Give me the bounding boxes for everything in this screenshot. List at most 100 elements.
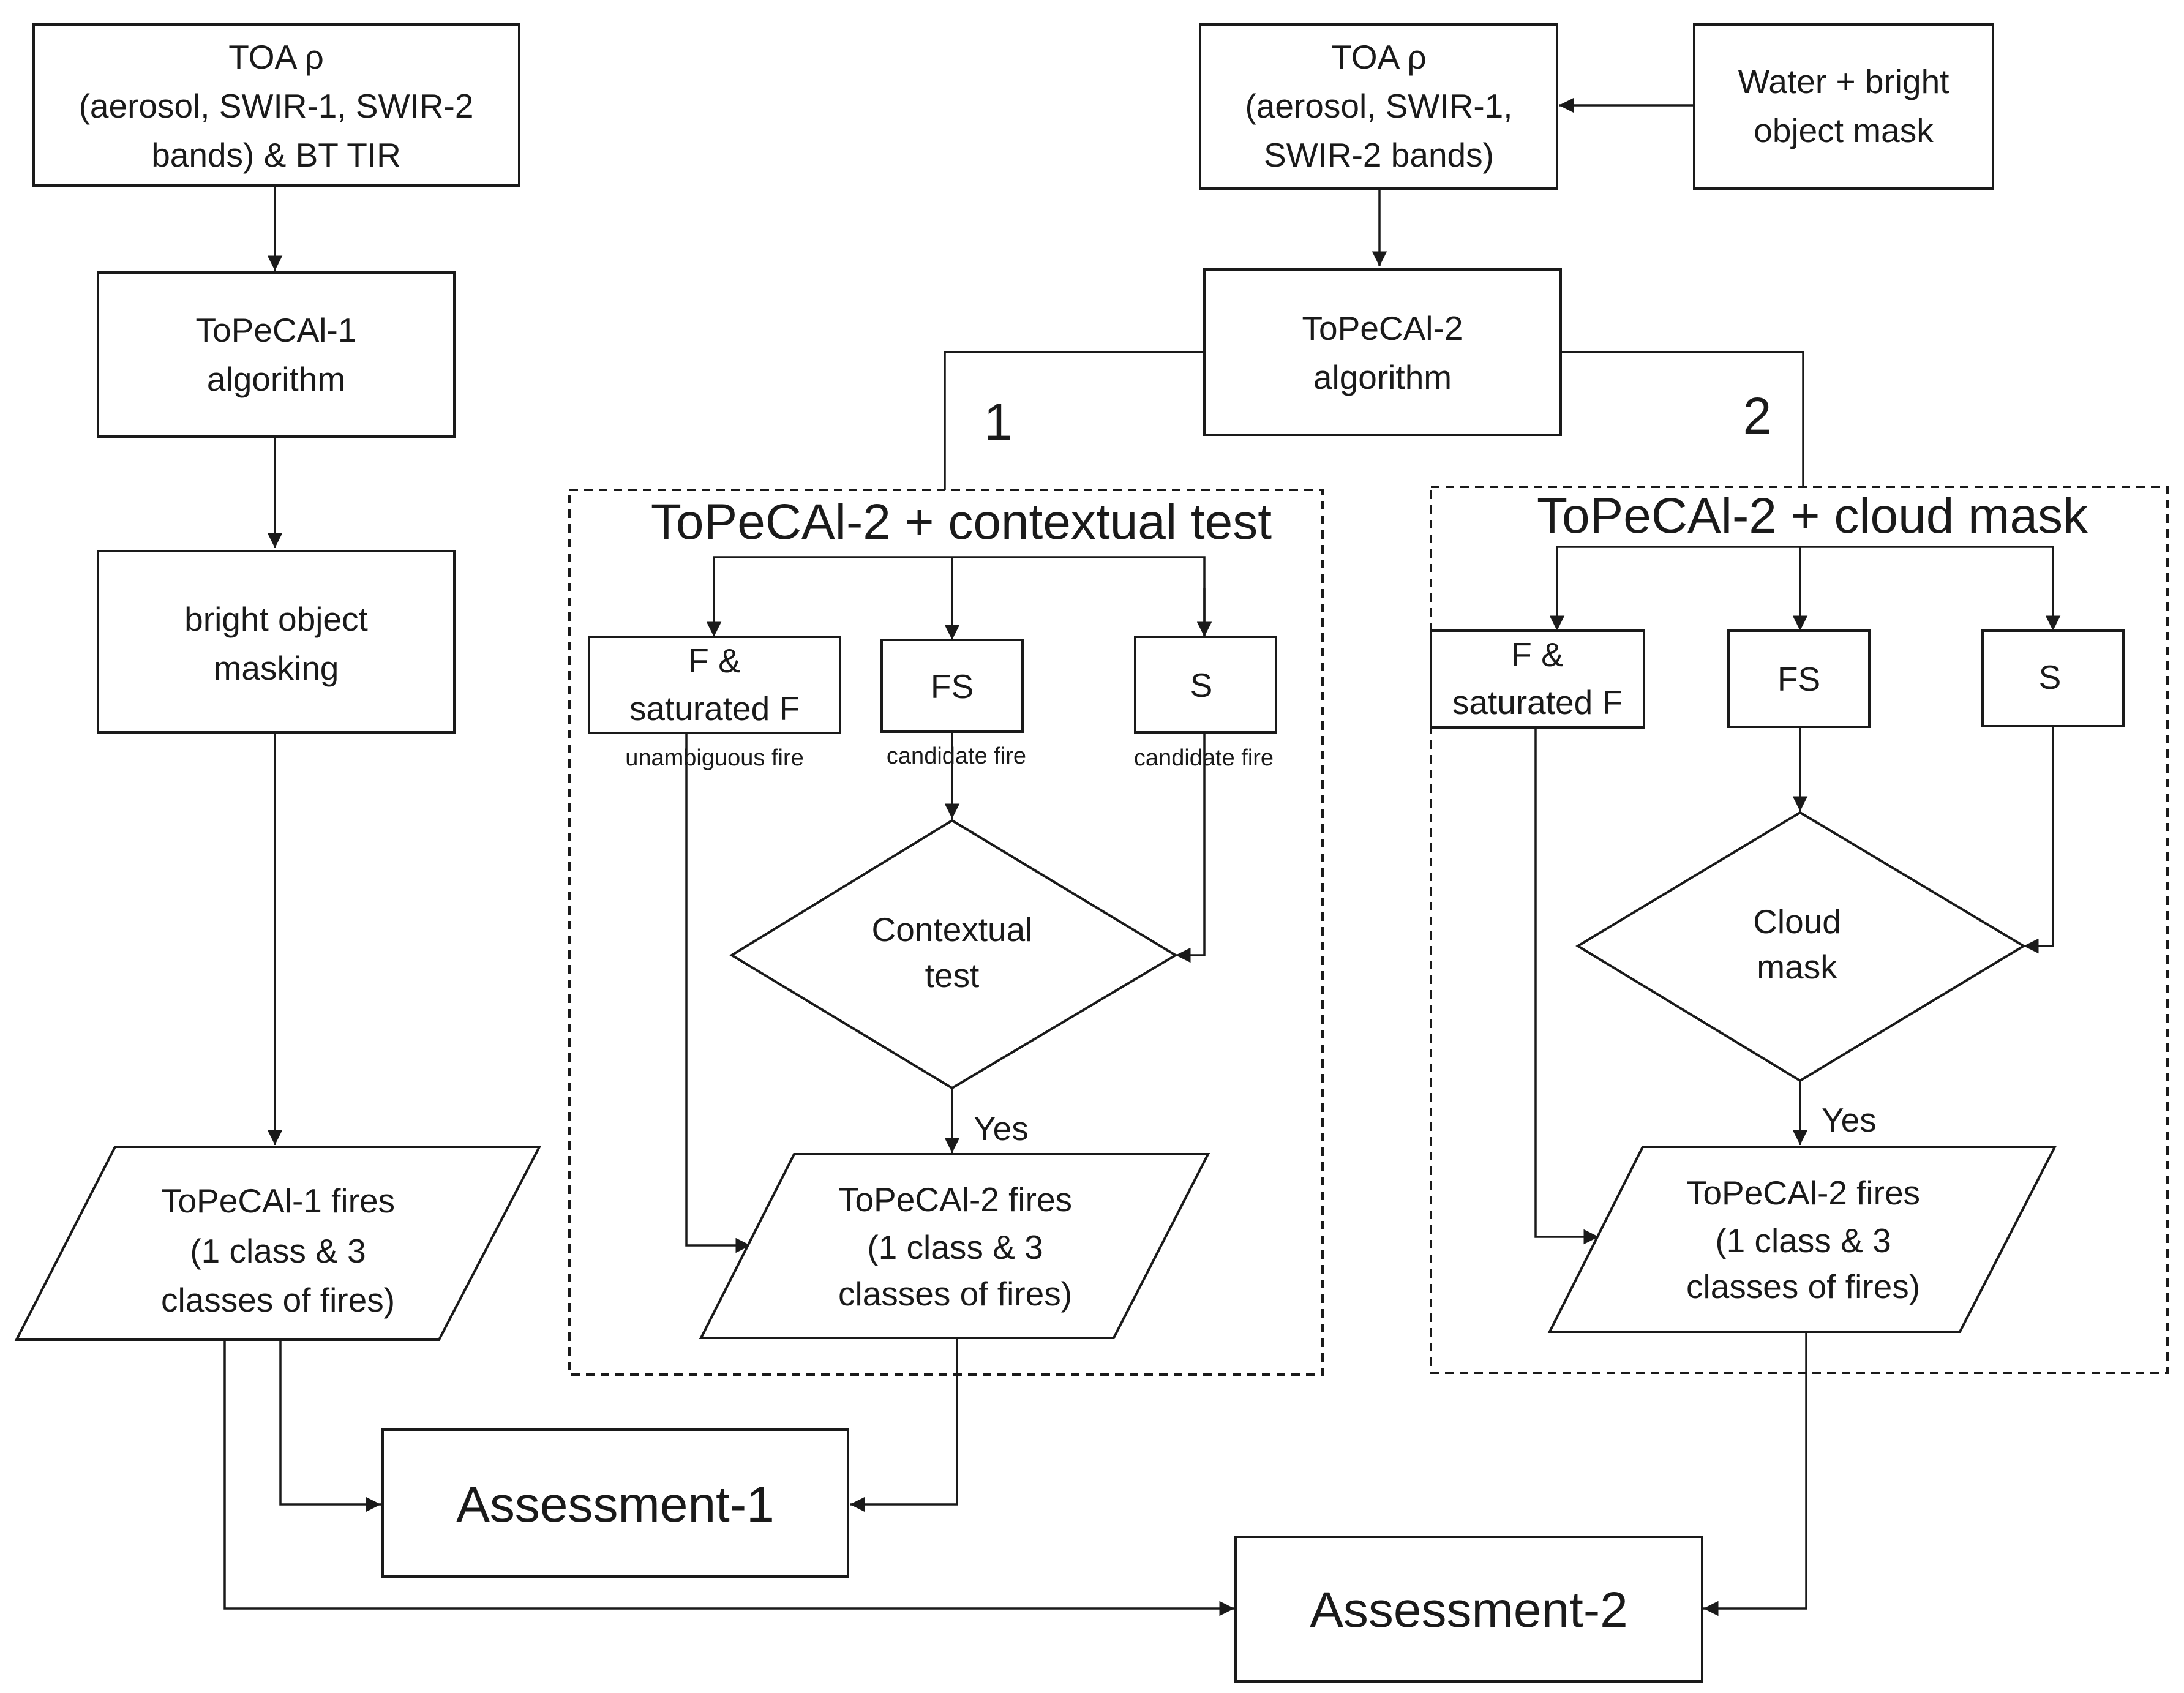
svg-text:ToPeCAl-2: ToPeCAl-2 [1302, 309, 1463, 347]
svg-text:(1 class & 3: (1 class & 3 [190, 1232, 366, 1270]
svg-text:mask: mask [1757, 948, 1837, 986]
svg-text:2: 2 [1743, 387, 1772, 445]
svg-text:masking: masking [214, 649, 339, 687]
arrow-s2-to-cloud [2024, 726, 2054, 954]
branch2-f-line-2: saturated F [1452, 683, 1623, 721]
branch2-f-box: F & saturated F [1430, 629, 1645, 729]
branch2-fires-line-3: classes of fires) [1686, 1267, 1920, 1305]
svg-text:bright object: bright object [184, 600, 368, 638]
svg-text:FS: FS [1777, 660, 1820, 698]
branch1-title: ToPeCAl-2 + contextual test [651, 494, 1272, 550]
svg-text:algorithm: algorithm [207, 360, 345, 398]
cloud-line-2: mask [1757, 948, 1837, 986]
left-fires-line-1: ToPeCAl-1 fires [161, 1182, 395, 1220]
contextual-line-1: Contextual [872, 910, 1033, 948]
branch1-f-line-2: saturated F [629, 689, 800, 727]
svg-text:ToPeCAl-1: ToPeCAl-1 [196, 311, 357, 349]
svg-text:candidate fire: candidate fire [1134, 745, 1274, 771]
svg-text:Yes: Yes [1822, 1101, 1877, 1139]
left-fires-line-2: (1 class & 3 [190, 1232, 366, 1270]
branch2-yes-label: Yes [1822, 1101, 1877, 1139]
svg-text:ToPeCAl-2 fires: ToPeCAl-2 fires [838, 1181, 1072, 1218]
branch2-s-label: S [2039, 658, 2062, 696]
branch1-number: 1 [984, 393, 1013, 451]
branch1-fs-label: FS [931, 667, 974, 705]
svg-text:TOA ρ: TOA ρ [228, 38, 324, 76]
water-bright-object-mask-box: Water + bright object mask [1693, 23, 1994, 190]
svg-text:F &: F & [688, 642, 741, 680]
svg-text:Assessment-1: Assessment-1 [456, 1477, 775, 1533]
connectors [223, 97, 2061, 1616]
branch1-s-box: S [1134, 636, 1277, 734]
right-input-line-3: SWIR-2 bands) [1264, 136, 1494, 174]
svg-text:Yes: Yes [974, 1109, 1029, 1147]
assessment-1-label: Assessment-1 [456, 1477, 775, 1533]
svg-text:candidate fire: candidate fire [887, 743, 1026, 769]
left-input-box: TOA ρ (aerosol, SWIR-1, SWIR-2 bands) & … [32, 23, 520, 187]
svg-text:saturated F: saturated F [629, 689, 800, 727]
branch2-number: 2 [1743, 387, 1772, 445]
svg-text:(aerosol, SWIR-1,: (aerosol, SWIR-1, [1245, 87, 1512, 125]
svg-text:FS: FS [931, 667, 974, 705]
right-algorithm-line-1: ToPeCAl-2 [1302, 309, 1463, 347]
branch1-yes-label: Yes [974, 1109, 1029, 1147]
mask-line-1: Water + bright [1738, 62, 1949, 100]
svg-text:object mask: object mask [1754, 111, 1934, 149]
branch1-connector [944, 351, 1204, 490]
right-input-box: TOA ρ (aerosol, SWIR-1, SWIR-2 bands) [1199, 23, 1558, 190]
svg-text:saturated F: saturated F [1452, 683, 1623, 721]
svg-text:classes of fires): classes of fires) [838, 1275, 1072, 1313]
svg-text:Water + bright: Water + bright [1738, 62, 1949, 100]
svg-text:(aerosol, SWIR-1, SWIR-2: (aerosol, SWIR-1, SWIR-2 [79, 87, 474, 125]
branch1-fires-output: ToPeCAl-2 fires (1 class & 3 classes of … [699, 1153, 1210, 1339]
svg-text:ToPeCAl-2 fires: ToPeCAl-2 fires [1686, 1174, 1920, 1212]
cloud-mask-decision: Cloud mask [1575, 811, 2026, 1083]
svg-text:Cloud: Cloud [1753, 903, 1841, 940]
arrow-f2-to-fires2b [1534, 727, 1599, 1245]
arrow-fires2b-to-assessment2 [1703, 1332, 1807, 1616]
contextual-line-2: test [925, 956, 980, 994]
branch1-s-note: candidate fire [1134, 745, 1274, 771]
svg-text:unambiguous fire: unambiguous fire [625, 745, 804, 771]
branch1-f-box: F & saturated F [588, 636, 841, 734]
svg-text:classes of fires): classes of fires) [1686, 1267, 1920, 1305]
branch2-fires-output: ToPeCAl-2 fires (1 class & 3 classes of … [1547, 1146, 2057, 1333]
branch1-group-border [568, 489, 1324, 1376]
branch1-distributor [713, 556, 1206, 637]
branch2-connector [1561, 351, 1804, 487]
svg-text:(1 class & 3: (1 class & 3 [867, 1228, 1043, 1266]
left-algorithm-box: ToPeCAl-1 algorithm [97, 271, 456, 438]
bright-object-masking-box: bright object masking [97, 550, 456, 734]
left-fires-output: ToPeCAl-1 fires (1 class & 3 classes of … [14, 1146, 542, 1341]
right-input-line-2: (aerosol, SWIR-1, [1245, 87, 1512, 125]
branch1-fs-box: FS [880, 639, 1024, 733]
svg-text:ToPeCAl-2 + cloud mask: ToPeCAl-2 + cloud mask [1537, 488, 2088, 544]
branch1-f-line-1: F & [688, 642, 741, 680]
masking-line-2: masking [214, 649, 339, 687]
arrow-fires2a-to-assessment1 [850, 1338, 958, 1512]
right-algorithm-line-2: algorithm [1313, 358, 1452, 396]
svg-text:algorithm: algorithm [1313, 358, 1452, 396]
right-algorithm-box: ToPeCAl-2 algorithm [1203, 268, 1562, 436]
left-algorithm-line-2: algorithm [207, 360, 345, 398]
branch1-s-label: S [1190, 666, 1213, 704]
svg-text:F &: F & [1511, 636, 1564, 674]
left-fires-line-3: classes of fires) [161, 1281, 395, 1319]
branch2-group-border [1430, 486, 2169, 1374]
svg-text:ToPeCAl-1 fires: ToPeCAl-1 fires [161, 1182, 395, 1220]
cloud-line-1: Cloud [1753, 903, 1841, 940]
svg-text:TOA ρ: TOA ρ [1331, 38, 1427, 76]
branch1-fires-line-3: classes of fires) [838, 1275, 1072, 1313]
assessment-2-box: Assessment-2 [1234, 1536, 1703, 1683]
svg-text:SWIR-2 bands): SWIR-2 bands) [1264, 136, 1494, 174]
branch2-fires-line-2: (1 class & 3 [1715, 1222, 1891, 1259]
svg-text:(1 class & 3: (1 class & 3 [1715, 1222, 1891, 1259]
left-algorithm-line-1: ToPeCAl-1 [196, 311, 357, 349]
svg-text:ToPeCAl-2 + contextual test: ToPeCAl-2 + contextual test [651, 494, 1272, 550]
left-input-line-1: TOA ρ [228, 38, 324, 76]
contextual-test-decision: Contextual test [729, 819, 1178, 1090]
branch1-fires-line-1: ToPeCAl-2 fires [838, 1181, 1072, 1218]
arrow-s1-to-contextual [1176, 732, 1206, 963]
arrow-f1-to-fires2a [685, 734, 751, 1253]
